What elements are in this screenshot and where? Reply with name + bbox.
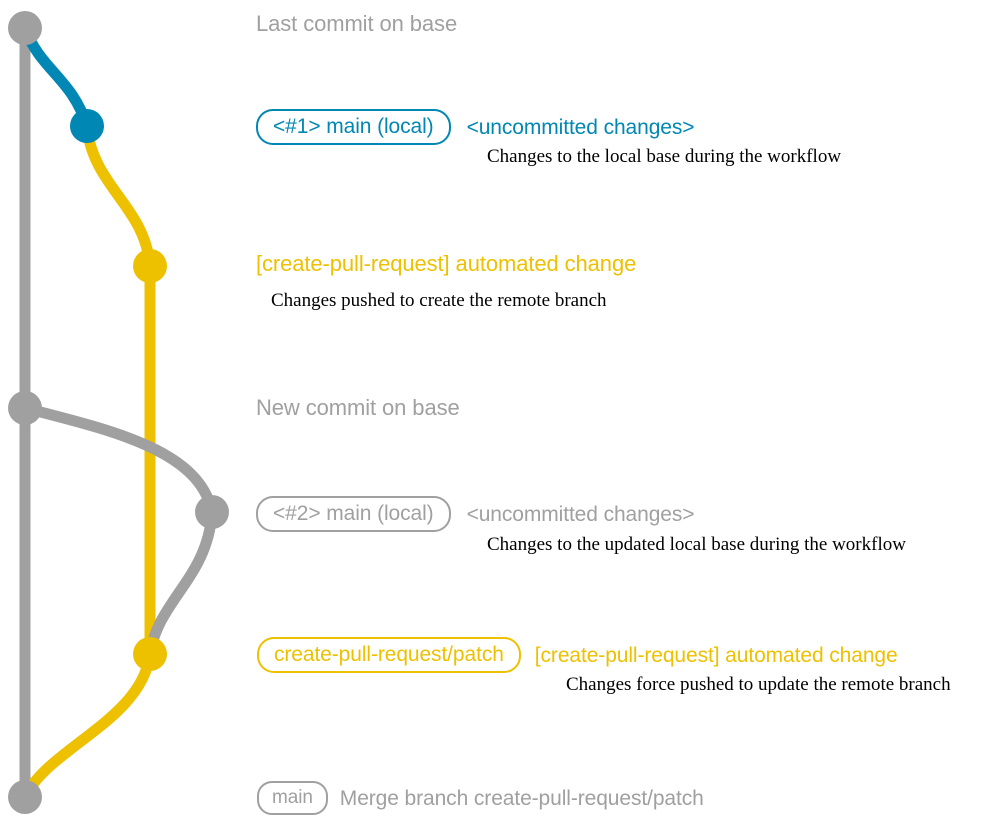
commit-row-remote-2: create-pull-request/patch [create-pull-r… [257, 637, 898, 673]
commit-node-base-new[interactable] [8, 391, 42, 425]
commit-subject-remote-2: [create-pull-request] automated change [534, 643, 898, 667]
edge-basenew-to-local2 [19, 402, 218, 518]
ref-badge-main-local-1[interactable]: <#1> main (local) [256, 109, 451, 145]
commit-caption-local-2: Changes to the updated local base during… [487, 534, 906, 555]
ref-badge-main-local-2[interactable]: <#2> main (local) [256, 496, 451, 532]
commit-node-remote-2[interactable] [133, 637, 167, 671]
commit-row-local-1: <#1> main (local) <uncommitted changes> [256, 109, 695, 145]
commit-node-base-last[interactable] [8, 11, 42, 45]
commit-subject-remote-1: [create-pull-request] automated change [256, 251, 637, 276]
ref-badge-main[interactable]: main [257, 781, 328, 815]
commit-node-merge[interactable] [8, 780, 42, 814]
commit-subject-local-1: <uncommitted changes> [466, 115, 695, 139]
commit-subject-merge: Merge branch create-pull-request/patch [339, 786, 704, 810]
edge-local1-to-remote1 [81, 120, 156, 272]
commit-node-local-2[interactable] [195, 495, 229, 529]
commit-caption-local-1: Changes to the local base during the wor… [487, 146, 842, 167]
commit-row-base-new: New commit on base [256, 397, 460, 419]
ref-badge-create-pull-request-patch[interactable]: create-pull-request/patch [257, 637, 521, 673]
commit-row-merge: main Merge branch create-pull-request/pa… [257, 781, 704, 815]
commit-subject-base-new: New commit on base [256, 395, 460, 420]
commit-caption-remote-2: Changes force pushed to update the remot… [566, 674, 951, 695]
commit-subject-local-2: <uncommitted changes> [466, 502, 695, 526]
commit-row-remote-1: [create-pull-request] automated change [256, 253, 636, 275]
commit-caption-remote-1: Changes pushed to create the remote bran… [271, 290, 607, 311]
commit-row-local-2: <#2> main (local) <uncommitted changes> [256, 496, 695, 532]
edge-local2-to-remote2 [144, 506, 218, 660]
commit-row-base-last: Last commit on base [256, 13, 457, 35]
commit-node-local-1[interactable] [70, 109, 104, 143]
edge-remote2-to-merge [19, 648, 156, 803]
commit-subject-base-last: Last commit on base [256, 11, 458, 36]
commit-node-remote-1[interactable] [133, 249, 167, 283]
